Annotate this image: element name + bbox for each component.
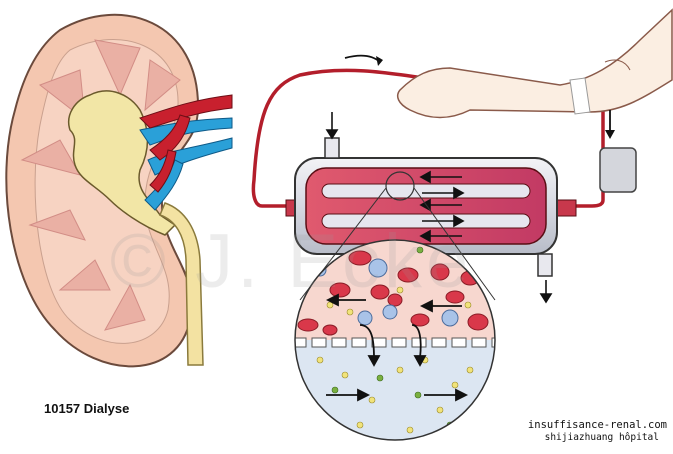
ureter xyxy=(158,202,204,366)
dialyzer-flow-arrows xyxy=(325,112,553,304)
semipermeable-membrane xyxy=(295,337,495,348)
dialysate-outlet xyxy=(537,253,553,277)
red-blood-cells xyxy=(297,250,489,336)
flow-arrow-top xyxy=(344,54,381,63)
renal-artery xyxy=(139,94,233,129)
medullary-pyramids xyxy=(20,39,181,331)
kidney xyxy=(5,13,233,368)
membrane-flow-arrows xyxy=(325,293,469,402)
credit-hospital: shijiazhuang hôpital xyxy=(544,432,659,443)
dialysate-compartment xyxy=(295,340,495,440)
figure-caption: 10157 Dialyse xyxy=(44,401,130,416)
dialysate-inlet xyxy=(324,137,340,159)
watermark: © J. Ecke xyxy=(110,219,473,304)
drip-chamber xyxy=(599,147,637,193)
patient-arm xyxy=(397,8,673,119)
credit-website: insuffisance-renal.com xyxy=(527,419,667,431)
